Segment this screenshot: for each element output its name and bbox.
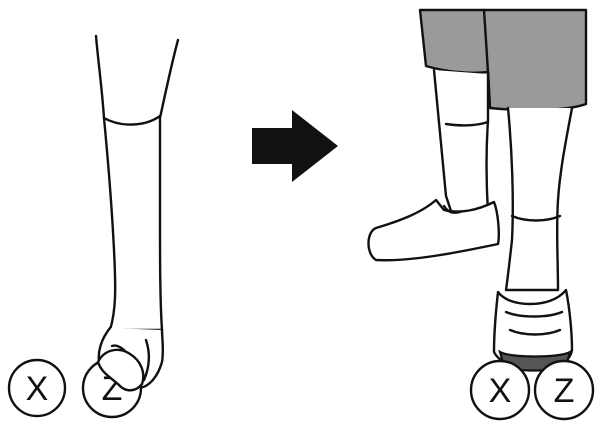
ball-z-label: Z bbox=[554, 372, 575, 410]
step-1-arm-placing-ball: X Z bbox=[9, 36, 178, 417]
front-leg bbox=[506, 108, 572, 290]
arm-outline bbox=[96, 36, 178, 330]
ball-x: X bbox=[471, 361, 529, 419]
back-leg bbox=[434, 70, 488, 214]
step-2-legs-with-shoe: X Z bbox=[369, 10, 594, 419]
ball-x-label: X bbox=[26, 370, 49, 408]
ball-x: X bbox=[9, 360, 65, 416]
ball-x-label: X bbox=[489, 372, 512, 410]
back-shoe bbox=[369, 200, 499, 260]
ball-z: Z bbox=[535, 361, 593, 419]
right-arrow-icon bbox=[252, 110, 338, 182]
